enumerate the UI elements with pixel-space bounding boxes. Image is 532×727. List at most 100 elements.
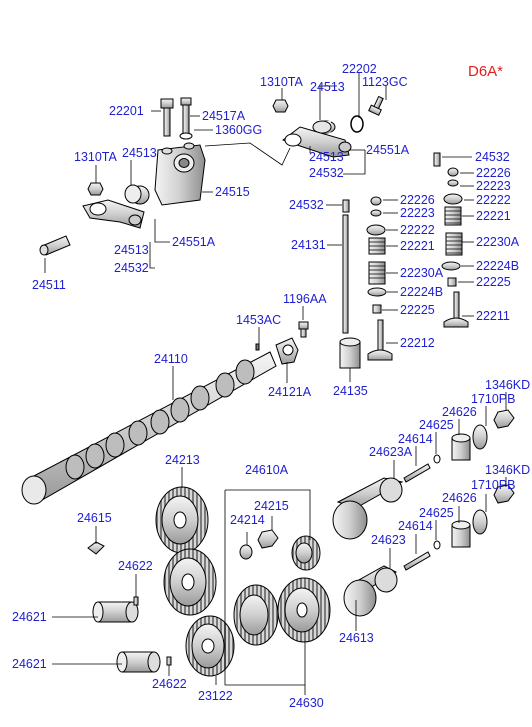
callout-24214[interactable]: 24214: [230, 513, 265, 527]
callout-24532-low[interactable]: 24532: [114, 261, 149, 275]
camshaft-part[interactable]: [21, 351, 277, 505]
callout-1310ta-top[interactable]: 1310TA: [260, 75, 304, 89]
callout-24517a[interactable]: 24517A: [202, 109, 246, 123]
callout-24626-top[interactable]: 24626: [442, 405, 477, 419]
nut-left-part[interactable]: [87, 182, 104, 196]
rocker-shaft-bolt-part[interactable]: [160, 98, 174, 137]
balance-shaft-top-part[interactable]: [332, 477, 404, 540]
camshaft-gear-lower-part[interactable]: [163, 548, 217, 616]
o-ring-bottom-part[interactable]: [433, 540, 441, 550]
callout-24135[interactable]: 24135: [333, 384, 368, 398]
rocker-arm-right-part[interactable]: [281, 126, 352, 158]
valve-cotter-right-part[interactable]: [447, 179, 459, 187]
callout-24513-mid[interactable]: 24513: [309, 150, 344, 164]
idler-gear-left-part[interactable]: [233, 584, 279, 646]
callout-22230a-r1[interactable]: 22230A: [476, 235, 520, 249]
callout-24625-top[interactable]: 24625: [419, 418, 454, 432]
callout-22221-r1[interactable]: 22221: [476, 209, 511, 223]
callout-24215[interactable]: 24215: [254, 499, 289, 513]
callout-24513-left[interactable]: 24513: [122, 146, 157, 160]
balance-nut-top-part[interactable]: [493, 409, 515, 429]
valve-spring-inner-right-part[interactable]: [444, 206, 462, 226]
gear-nut-part[interactable]: [257, 529, 279, 549]
retainer-right-part[interactable]: [443, 193, 463, 205]
callout-22212[interactable]: 22212: [400, 336, 435, 350]
bushing-top-part[interactable]: [451, 433, 471, 461]
camshaft-gear-upper-part[interactable]: [155, 486, 209, 554]
callout-1346kd-bot[interactable]: 1346KD: [485, 463, 530, 477]
callout-22224b-r1[interactable]: 22224B: [476, 259, 519, 273]
callout-24515[interactable]: 24515: [215, 185, 250, 199]
rocker-bushing-part[interactable]: [312, 120, 336, 134]
callout-22223-l[interactable]: 22223: [400, 206, 435, 220]
callout-22230a-l[interactable]: 22230A: [400, 266, 444, 280]
balance-shaft-bolt-top-part[interactable]: [403, 463, 431, 483]
callout-1453ac[interactable]: 1453AC: [236, 313, 281, 327]
callout-22225-l[interactable]: 22225: [400, 303, 435, 317]
callout-1710pb-bot[interactable]: 1710PB: [471, 478, 515, 492]
callout-24551a-left[interactable]: 24551A: [172, 235, 216, 249]
callout-22225-r1[interactable]: 22225: [476, 275, 511, 289]
oil-seal-bottom-part[interactable]: [472, 509, 488, 535]
callout-22221-l[interactable]: 22221: [400, 239, 435, 253]
callout-1710pb-top[interactable]: 1710PB: [471, 392, 515, 406]
gear-washer-part[interactable]: [239, 544, 253, 560]
callout-22226-r1[interactable]: 22226: [476, 166, 511, 180]
idler-bushing-upper-part[interactable]: [92, 601, 139, 623]
callout-22226-l[interactable]: 22226: [400, 193, 435, 207]
valve-spring-outer-left-part[interactable]: [368, 261, 386, 285]
thrust-plate-part[interactable]: [275, 337, 299, 365]
rocker-shaft-part[interactable]: [39, 235, 71, 256]
exhaust-valve-part[interactable]: [367, 319, 393, 361]
valve-cotter-left-part[interactable]: [370, 209, 382, 217]
callout-24551a-right[interactable]: 24551A: [366, 143, 410, 157]
bushing-bottom-part[interactable]: [451, 520, 471, 548]
callout-24614-top[interactable]: 24614: [398, 432, 433, 446]
callout-1123gc[interactable]: 1123GC: [362, 75, 408, 89]
callout-24610a[interactable]: 24610A: [245, 463, 289, 477]
intake-valve-part[interactable]: [443, 291, 469, 328]
rocker-bushing-left-part[interactable]: [124, 184, 150, 205]
balance-nut-bottom-part[interactable]: [493, 484, 515, 504]
callout-1360gg[interactable]: 1360GG: [215, 123, 262, 137]
callout-24121a[interactable]: 24121A: [268, 385, 312, 399]
callout-1310ta-left[interactable]: 1310TA: [74, 150, 118, 164]
idler-gear-right-part[interactable]: [277, 577, 331, 643]
spring-seat-left-part[interactable]: [367, 287, 387, 297]
retainer-left-part[interactable]: [366, 224, 386, 236]
callout-24626-bot[interactable]: 24626: [442, 491, 477, 505]
valve-cap-left-part[interactable]: [370, 196, 382, 206]
callout-22211[interactable]: 22211: [476, 309, 510, 323]
callout-23122[interactable]: 23122: [198, 689, 233, 703]
callout-24613[interactable]: 24613: [339, 631, 374, 645]
balance-gear-part[interactable]: [291, 535, 321, 571]
callout-24623[interactable]: 24623: [371, 533, 406, 547]
valve-seal-right-part[interactable]: [447, 277, 457, 287]
dowel-pin-part[interactable]: [255, 343, 260, 351]
callout-24513-low[interactable]: 24513: [114, 243, 149, 257]
callout-24213[interactable]: 24213: [165, 453, 200, 467]
callout-22222-r1[interactable]: 22222: [476, 193, 511, 207]
callout-1346kd-top[interactable]: 1346KD: [485, 378, 530, 392]
rocker-bolt-part[interactable]: [180, 97, 192, 135]
o-ring-top-part[interactable]: [433, 454, 441, 464]
callout-22222-l[interactable]: 22222: [400, 223, 435, 237]
valve-spring-inner-left-part[interactable]: [368, 237, 386, 255]
callout-24511[interactable]: 24511: [32, 278, 66, 292]
callout-24622-bot[interactable]: 24622: [152, 677, 187, 691]
adjuster-screw-right-part[interactable]: [433, 152, 441, 167]
callout-22202[interactable]: 22202: [342, 62, 377, 76]
callout-24131[interactable]: 24131: [291, 238, 326, 252]
crankshaft-gear-part[interactable]: [185, 615, 235, 677]
thrust-plate-bolt-part[interactable]: [298, 321, 309, 338]
callout-22224b-l[interactable]: 22224B: [400, 285, 443, 299]
callout-24532-mid[interactable]: 24532: [309, 166, 344, 180]
balance-shaft-bottom-part[interactable]: [343, 565, 398, 617]
idler-key-upper-part[interactable]: [133, 596, 139, 606]
idler-bushing-lower-part[interactable]: [116, 651, 161, 673]
valve-spring-outer-right-part[interactable]: [445, 232, 463, 256]
o-ring-part[interactable]: [350, 115, 364, 133]
nut-part[interactable]: [272, 99, 289, 113]
callout-24615[interactable]: 24615: [77, 511, 112, 525]
tappet-part[interactable]: [339, 337, 361, 369]
